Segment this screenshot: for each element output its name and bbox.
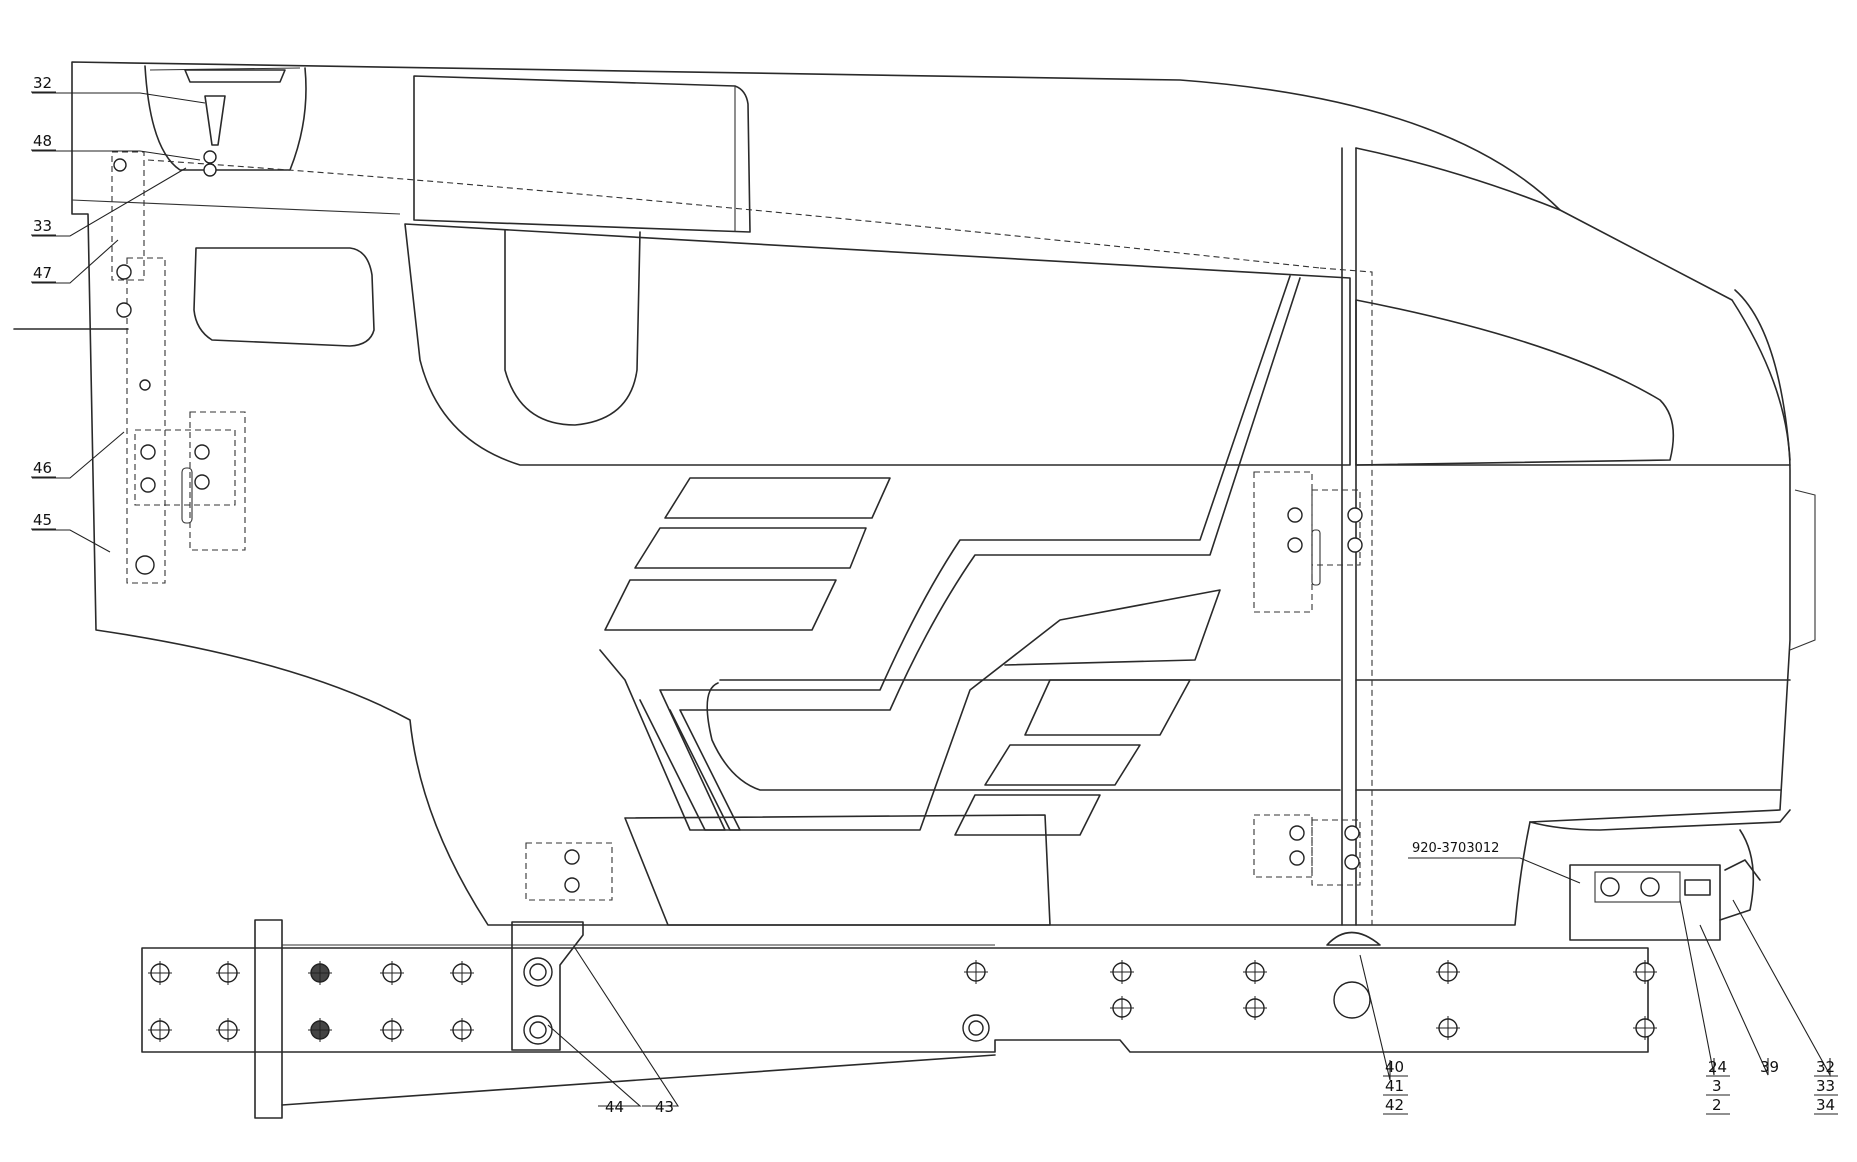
callout-42: 42 [1385,1096,1404,1114]
callout-48: 48 [33,132,52,150]
callout-43: 43 [655,1098,674,1116]
hinge-brackets [111,151,1361,901]
leader-lines [32,92,1831,1107]
rail-bolt-holes [148,960,1657,1042]
callout-2: 2 [1712,1096,1722,1114]
callout-labels: 32 48 33 47 46 45 44 43 40 41 42 24 3 2 … [33,74,1835,1116]
callout-44: 44 [605,1098,624,1116]
callout-41: 41 [1385,1077,1404,1095]
callout-46: 46 [33,459,52,477]
fasteners [113,69,1363,893]
callout-3: 3 [1712,1077,1722,1095]
callout-39: 39 [1760,1058,1779,1076]
callout-32-bottom: 32 [1816,1058,1835,1076]
callout-24: 24 [1708,1058,1727,1076]
part-number-label: 920-3703012 [1412,841,1499,856]
callout-33-bottom: 33 [1816,1077,1835,1095]
hood-body [71,61,1816,926]
callout-45: 45 [33,511,52,529]
callout-40: 40 [1385,1058,1404,1076]
callout-34: 34 [1816,1096,1835,1114]
callout-33: 33 [33,217,52,235]
callout-underlines [31,91,1838,1115]
callout-47: 47 [33,264,52,282]
stripe-graphics [599,275,1301,926]
callout-32-top: 32 [33,74,52,92]
frame-rail [141,859,1761,1119]
